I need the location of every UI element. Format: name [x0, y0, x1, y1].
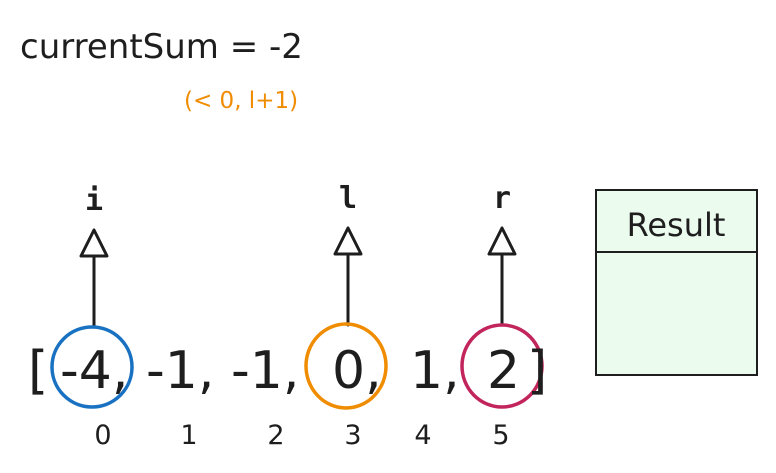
pointer-label-r: r — [493, 181, 511, 216]
array-value-1: -1, — [146, 341, 214, 401]
highlight-circle-i — [50, 325, 134, 409]
pointer-arrow-i — [79, 228, 109, 329]
highlight-circle-l — [304, 322, 388, 410]
pointer-arrow-l — [333, 226, 363, 327]
pointer-label-i: i — [85, 183, 103, 218]
array-index-0: 0 — [94, 420, 111, 451]
pointer-label-l: l — [339, 181, 357, 216]
result-box-title: Result — [627, 206, 726, 244]
array-value-4: 1, — [410, 341, 460, 401]
array-value-0: -4, — [60, 341, 128, 401]
array-index-1: 1 — [180, 420, 197, 451]
highlight-circle-r — [460, 323, 544, 409]
array-value-3: 0, — [332, 341, 382, 401]
array-value-5: 2 — [487, 341, 520, 401]
array-open-bracket: [ — [28, 341, 48, 401]
rule-note: (< 0, l+1) — [184, 88, 298, 114]
array-value-2: -1, — [231, 341, 299, 401]
array-index-4: 4 — [414, 420, 431, 451]
result-box: Result — [595, 189, 758, 376]
pointer-arrow-r — [487, 226, 517, 327]
current-sum-label: currentSum = -2 — [20, 27, 303, 67]
array-close-bracket: ] — [527, 341, 547, 401]
array-index-5: 5 — [492, 420, 509, 451]
array-index-2: 2 — [267, 420, 284, 451]
array-index-3: 3 — [344, 420, 361, 451]
